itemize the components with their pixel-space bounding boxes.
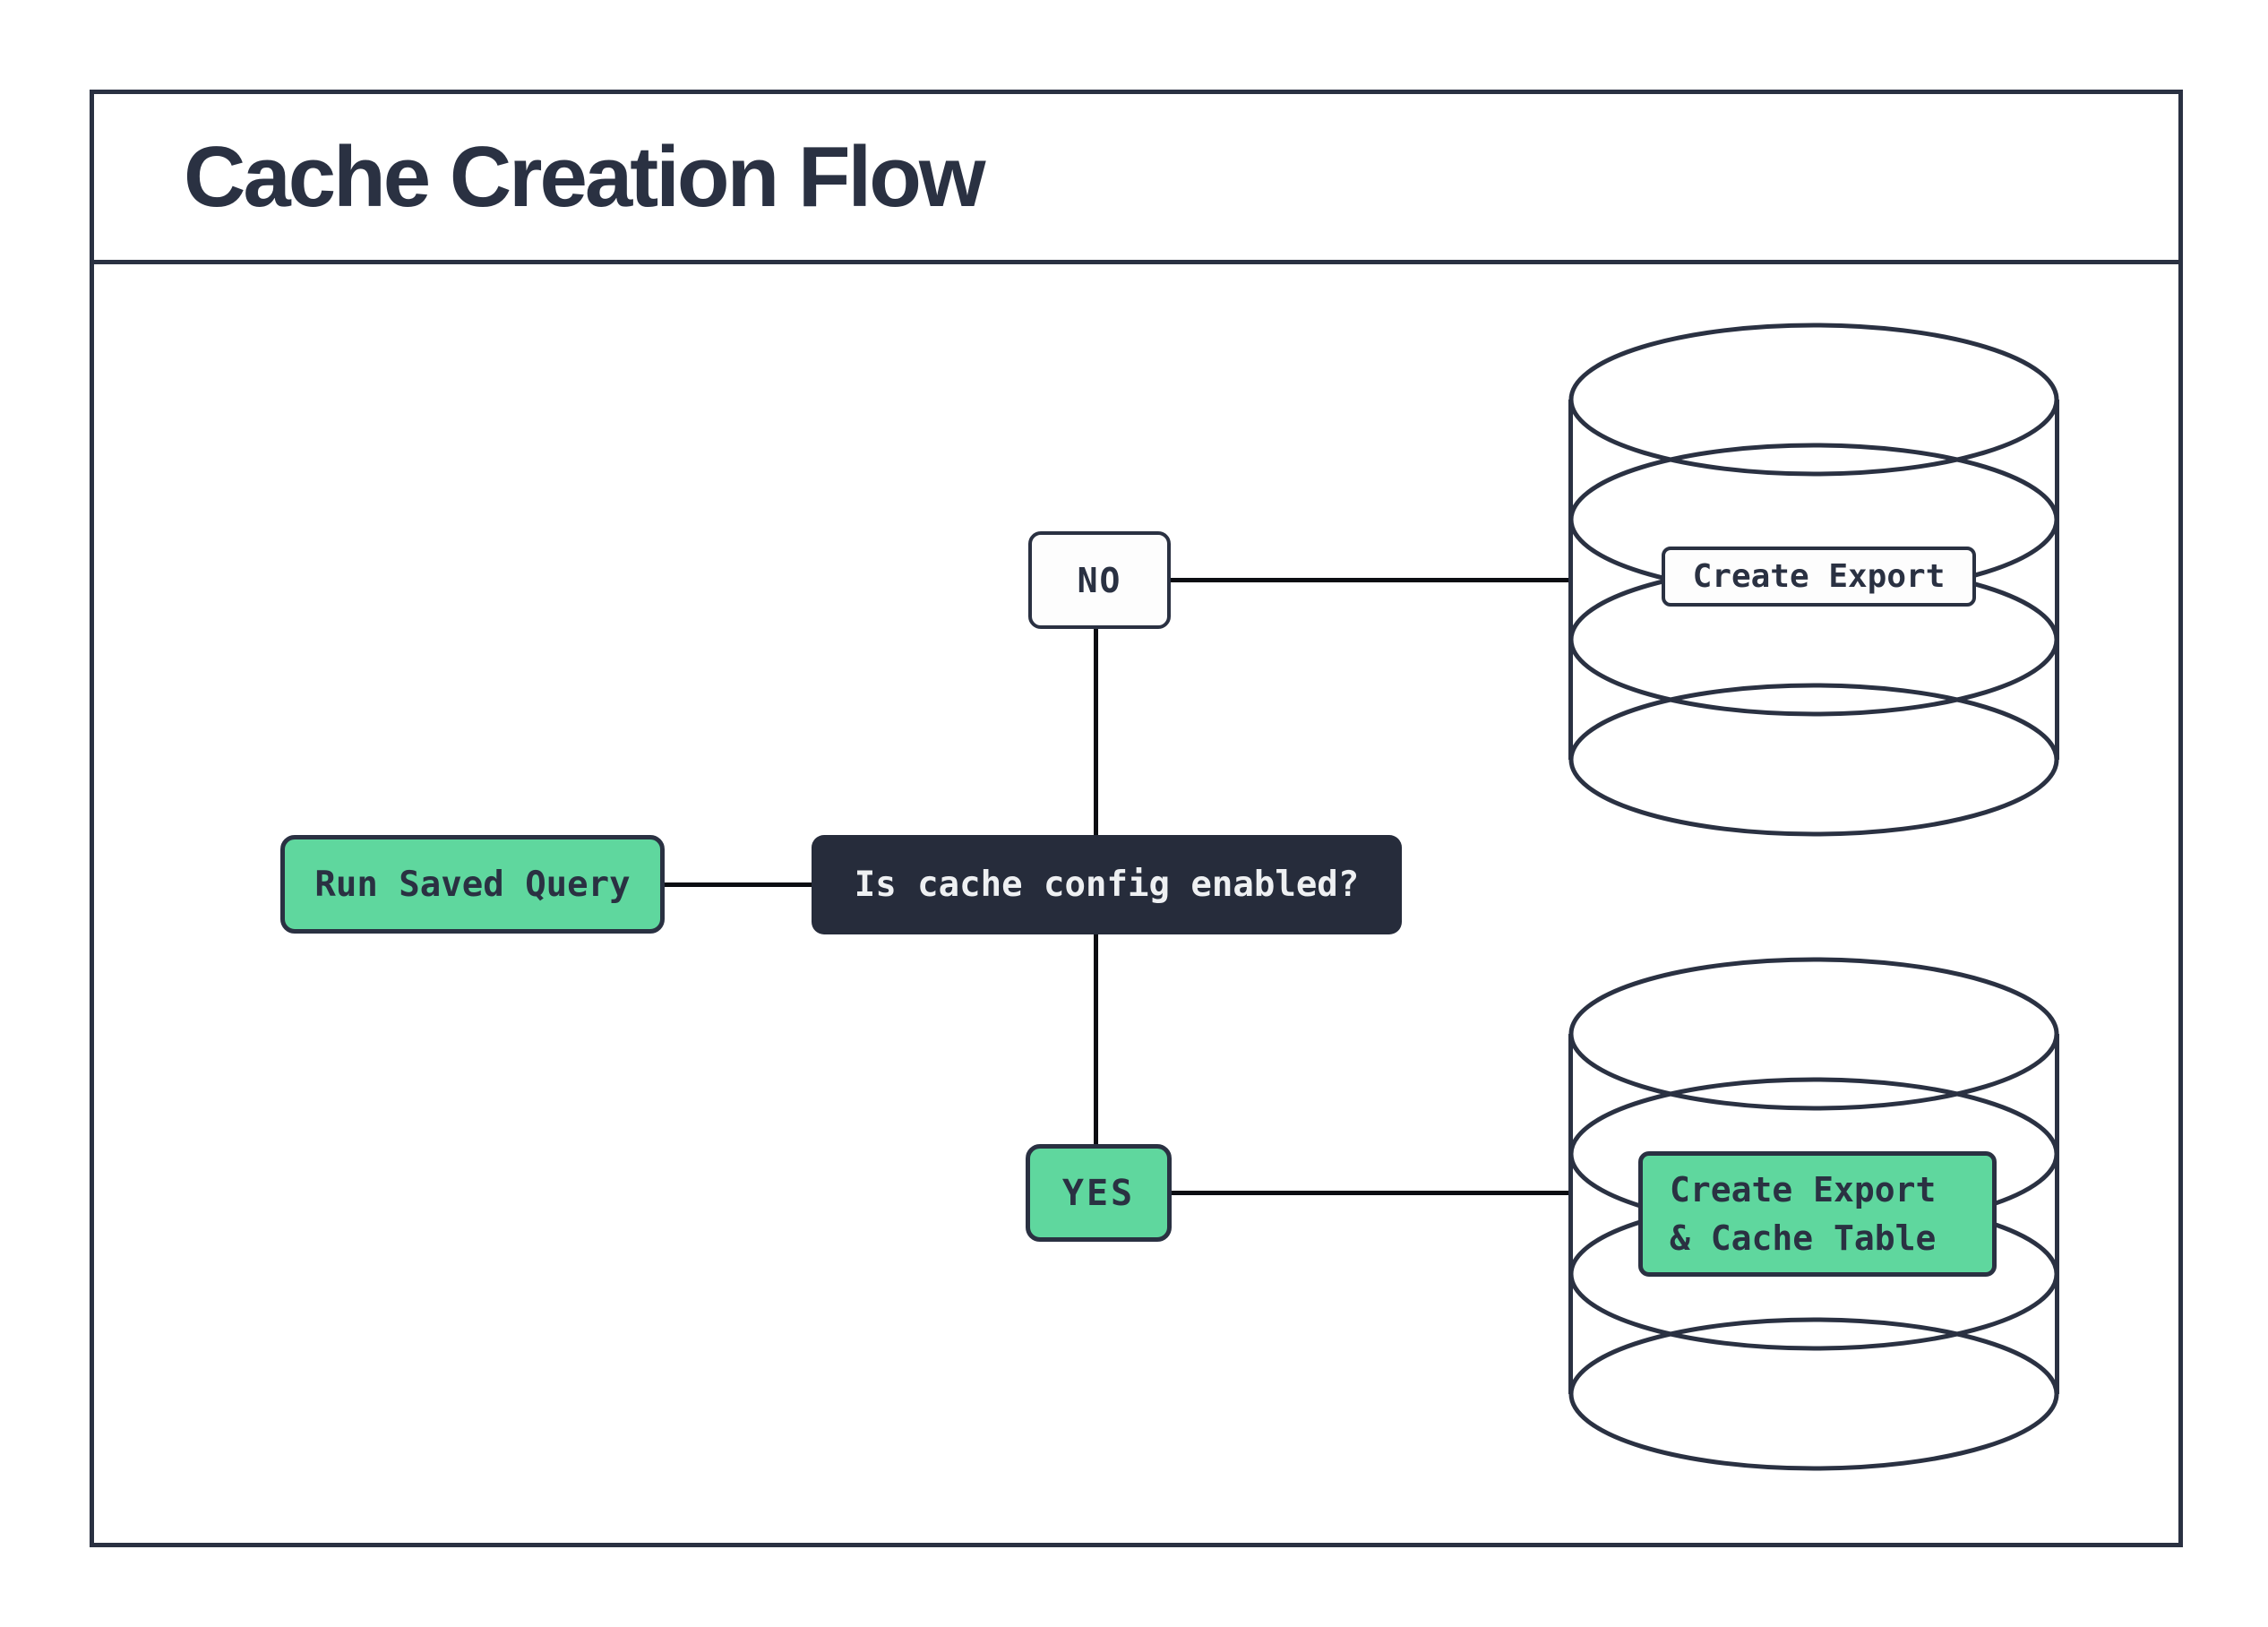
node-no-label: NO (1077, 560, 1122, 600)
node-create-export: Create Export (1662, 547, 1976, 607)
node-create-export-cache-table: Create Export & Cache Table (1638, 1151, 1997, 1277)
node-decision-cache-config: Is cache config enabled? (812, 835, 1402, 934)
node-run-saved-query-label: Run Saved Query (314, 864, 631, 905)
connector-decision-to-no (1094, 629, 1098, 835)
node-decision-label: Is cache config enabled? (854, 865, 1360, 905)
database-icon (1568, 957, 2059, 1471)
connector-no-to-export-db (1171, 578, 1568, 582)
diagram-frame: Cache Creation Flow (90, 90, 2183, 1547)
node-yes-branch: YES (1026, 1144, 1172, 1242)
node-no-branch: NO (1028, 531, 1171, 629)
node-create-export-cache-line2: & Cache Table (1670, 1218, 1937, 1258)
connector-yes-to-cache-db (1172, 1191, 1568, 1195)
node-run-saved-query: Run Saved Query (280, 835, 665, 934)
diagram-header: Cache Creation Flow (94, 94, 2178, 264)
connector-decision-to-yes (1094, 934, 1098, 1144)
node-create-export-cache-line1: Create Export (1670, 1170, 1937, 1209)
page-title: Cache Creation Flow (184, 128, 985, 225)
connector-start-to-decision (665, 882, 812, 887)
node-yes-label: YES (1061, 1172, 1136, 1214)
node-create-export-label: Create Export (1692, 558, 1946, 595)
